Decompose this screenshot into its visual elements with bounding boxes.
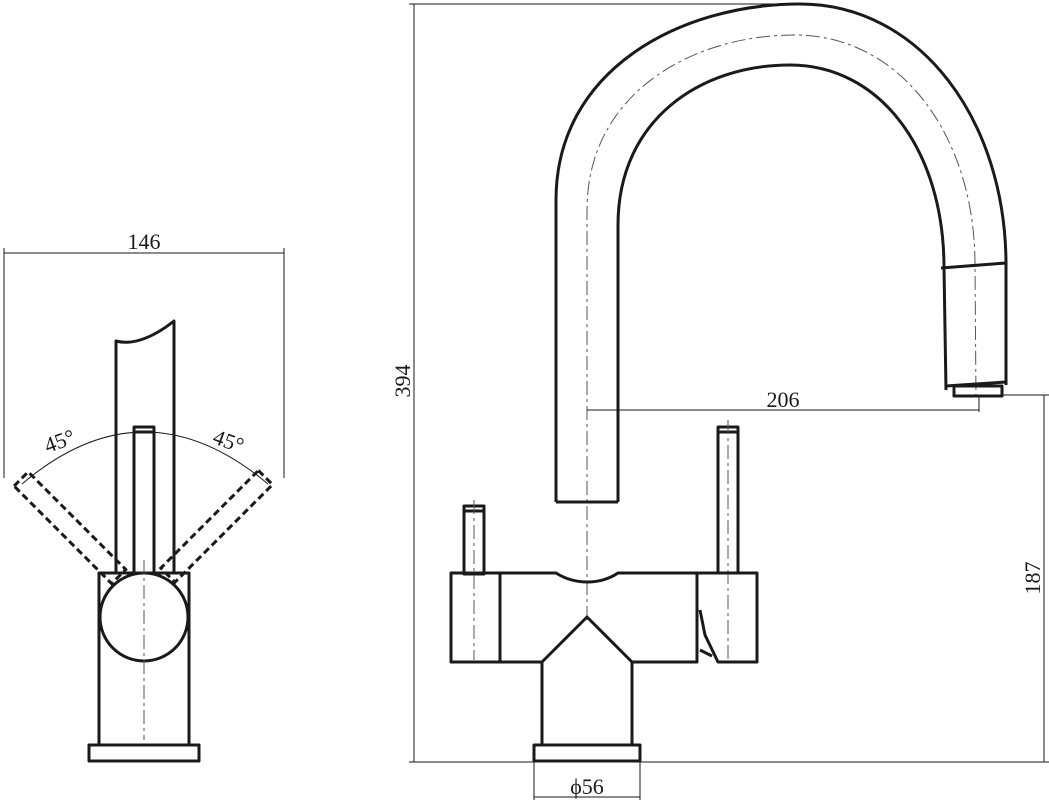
front-base xyxy=(532,743,642,763)
reach-label: 206 xyxy=(767,387,800,412)
angle-left-label: 45° xyxy=(41,424,79,458)
right-lever-rotated xyxy=(158,468,275,585)
front-view: 394 206 187 xyxy=(390,2,1049,800)
angle-right-label: 45° xyxy=(210,424,248,458)
front-body xyxy=(449,571,699,664)
diameter-label: ϕ56 xyxy=(570,774,604,799)
spray-head-tip xyxy=(952,384,1004,398)
height-label: 394 xyxy=(390,365,415,398)
spout-outer xyxy=(554,2,1008,502)
spout-stub xyxy=(114,319,176,575)
left-lever-rotated xyxy=(11,469,128,586)
diameter-symbol: ϕ xyxy=(570,774,582,799)
width-label: 146 xyxy=(128,229,161,254)
diameter-value: 56 xyxy=(582,774,604,799)
side-base xyxy=(87,743,201,763)
center-lever xyxy=(132,425,156,575)
spout-centerline xyxy=(586,34,977,620)
front-stem xyxy=(540,662,634,747)
right-housing xyxy=(697,571,759,664)
side-view: 146 45° 45° xyxy=(3,229,285,763)
head-joint xyxy=(940,261,1007,270)
lever-height-label: 187 xyxy=(1020,562,1045,595)
spout-inner xyxy=(616,63,948,502)
